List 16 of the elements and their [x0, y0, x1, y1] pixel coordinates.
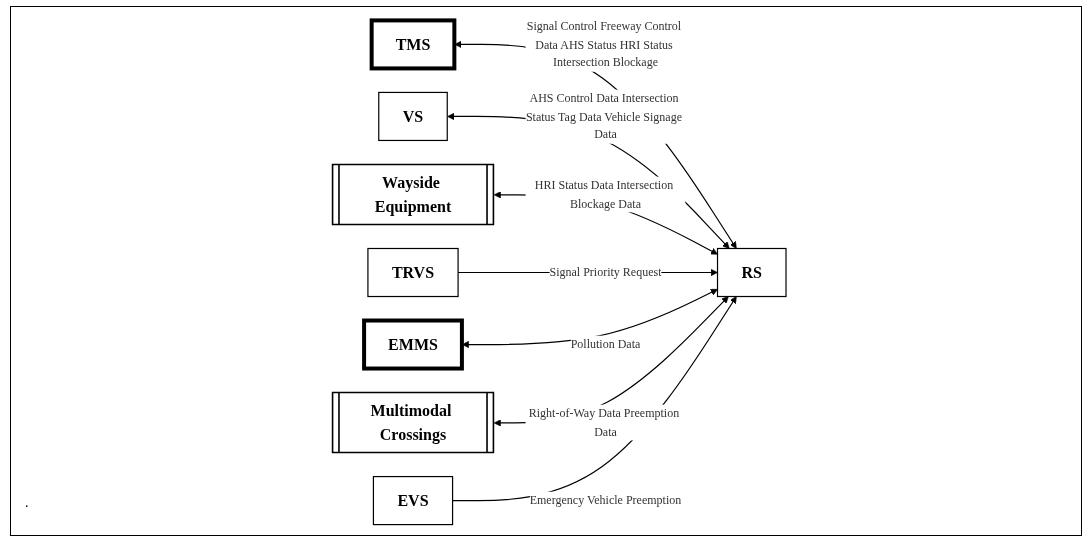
arrow: [493, 296, 729, 427]
edge-label: Right-of-Way Data Preemption Data: [528, 406, 679, 438]
arrow: [446, 112, 730, 249]
edge-label: Emergency Vehicle Preemption: [529, 493, 681, 507]
node-box: EMMS: [361, 318, 464, 371]
node-box: RS: [716, 247, 787, 298]
node-box: TRVS: [367, 247, 459, 298]
node-box: TMS: [369, 18, 457, 71]
edge-label: Signal Control Freeway Control Data AHS Status HRI Status Intersection Blockage: [526, 19, 681, 69]
node-box: EVS: [372, 475, 453, 526]
edge-label: AHS Control Data Intersection Status Tag Data Vehicle Signage Data: [525, 91, 682, 141]
note-text: .: [25, 495, 29, 510]
node-box: VS: [377, 91, 448, 142]
edge-label: Signal Priority Request: [549, 265, 662, 279]
edge-label: Pollution Data: [570, 337, 641, 351]
edge-label: HRI Status Data Intersection Blockage Data: [534, 178, 673, 210]
